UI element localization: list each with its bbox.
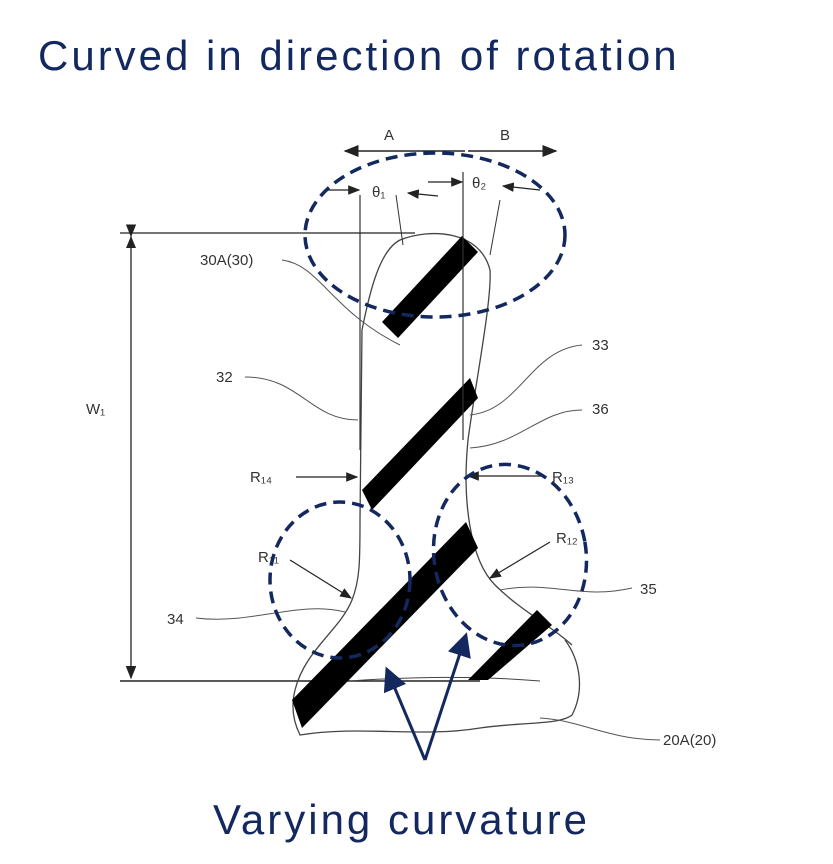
label-theta2: θ₂ [472, 175, 486, 192]
tooth-outline [294, 232, 573, 691]
base-outline [292, 639, 581, 736]
pointer-arrow-left [383, 666, 427, 761]
diagram-title: Curved in direction of rotation [38, 32, 680, 79]
label-34: 34 [167, 611, 184, 628]
pointer-arrow-right [423, 632, 471, 761]
label-b: B [500, 127, 510, 144]
label-r12: R₁₂ [556, 530, 578, 547]
label-30a: 30A(30) [200, 252, 253, 269]
label-a: A [384, 127, 394, 144]
label-36: 36 [592, 401, 609, 418]
highlight-left-ellipse [268, 500, 412, 660]
label-33: 33 [592, 337, 609, 354]
label-theta1: θ₁ [372, 184, 385, 201]
highlight-top-ellipse [303, 151, 567, 319]
fiber-stripes [292, 236, 552, 728]
diagram-caption: Varying curvature [213, 796, 591, 843]
label-32: 32 [216, 369, 233, 386]
label-20a: 20A(20) [663, 732, 716, 749]
label-35: 35 [640, 581, 657, 598]
label-r13: R₁₃ [552, 469, 574, 486]
label-w1: W₁ [86, 401, 105, 418]
label-r11: R₁₁ [258, 549, 279, 566]
label-r14: R₁₄ [250, 469, 272, 486]
highlight-right-ellipse [431, 462, 589, 648]
